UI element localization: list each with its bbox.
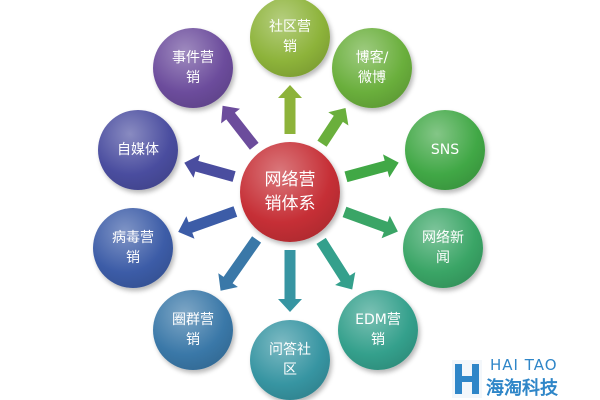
node-label-line1: EDM营 [355,312,401,328]
node-label-line1: 事件营 [172,50,214,66]
node-label-line1: 博客/ [355,50,389,66]
arrow-to-wenda [278,250,302,312]
node-label-line2: 区 [283,362,297,378]
node-quanqun-yingxiao: 圈群营 销 [153,290,233,370]
node-bingdu-yingxiao: 病毒营 销 [93,208,173,288]
node-label-line1: SNS [430,142,460,158]
node-sns: SNS [405,110,485,190]
node-label-line1: 网络新 [422,230,464,246]
node-wangluo-xinwen: 网络新 闻 [403,208,483,288]
arrow-to-zimeiti [184,154,236,182]
haitao-logo: HAI TAO 海淘科技 [426,354,592,400]
node-edm-yingxiao: EDM营 销 [338,290,418,370]
node-label-line2: 销 [186,70,200,86]
node-label-line2: 销 [126,250,140,266]
node-label-line1: 自媒体 [117,142,159,158]
node-label-line1: 问答社 [269,342,311,358]
center-label-line2: 销体系 [264,194,316,214]
haitao-h-logo-icon [452,360,482,398]
node-label-line1: 圈群营 [172,312,214,328]
node-zimeiti: 自媒体 [98,110,178,190]
node-shijian-yingxiao: 事件营 销 [153,28,233,108]
center-label-line1: 网络营 [264,170,316,190]
node-shequ-yingxiao: 社区营 销 [250,0,330,77]
node-label-line1: 社区营 [269,19,311,35]
arrow-to-quanqun [218,236,262,291]
node-label-line2: 闻 [436,250,450,266]
arrow-to-boke [317,108,349,147]
node-label-line2: 销 [283,39,297,55]
arrow-to-shequ [278,85,302,134]
node-boke-weibo: 博客/ 微博 [332,28,412,108]
node-label-line2: 销 [186,332,200,348]
arrow-to-edm [316,237,356,290]
arrow-to-bingdu [178,206,238,239]
center-node: 网络营 销体系 [240,142,340,242]
node-label-line2: 销 [371,332,385,348]
arrow-to-shijian [221,105,259,150]
arrow-to-sns [344,154,399,183]
node-wenda-shequ: 问答社 区 [250,320,330,400]
logo-top-text: HAI TAO [490,356,558,374]
node-label-line1: 病毒营 [112,230,154,246]
arrow-to-wangluo [342,206,398,239]
node-label-line2: 微博 [358,70,386,86]
logo-bottom-text: 海淘科技 [486,378,558,399]
